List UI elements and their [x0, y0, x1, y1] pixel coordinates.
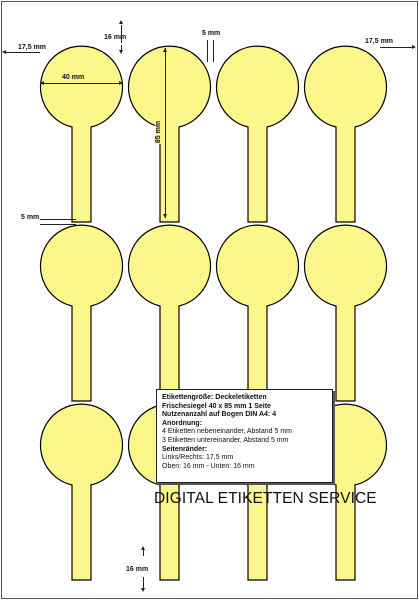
dim-top-margin-line — [121, 25, 122, 43]
label-outline — [127, 45, 212, 223]
label-shape — [215, 45, 300, 223]
label-outline — [215, 45, 300, 223]
dim-left-margin-line — [6, 52, 40, 53]
info-arrangement-heading: Anordnung: — [162, 419, 203, 427]
dim-left-margin: 17,5 mm — [18, 44, 47, 51]
label-shape — [303, 224, 388, 402]
dim-vertical-gap-line-top — [40, 219, 76, 220]
label-outline — [303, 224, 388, 402]
label-outline — [303, 45, 388, 223]
dim-bottom-margin: 16 mm — [126, 566, 149, 573]
label-shape — [303, 45, 388, 223]
info-margins-heading: Seitenränder: — [162, 445, 208, 453]
dim-top-margin-line-lower — [121, 45, 122, 51]
label-shape — [39, 45, 124, 223]
info-subtitle: Frischesiegel 40 x 85 mm 1 Seite — [162, 402, 271, 410]
label-outline — [127, 224, 212, 402]
info-margins-left-right: Links/Rechts: 17,5 mm — [162, 454, 234, 462]
dim-diameter: 40 mm — [62, 74, 85, 81]
dim-bottom-margin-line — [143, 548, 144, 556]
label-shape — [127, 45, 212, 223]
dim-bottom-margin-line-lower — [143, 577, 144, 589]
dim-bottom-arrow-down-icon — [141, 588, 145, 592]
dim-horizontal-gap: 5 mm — [202, 30, 221, 37]
dim-right-margin-line — [380, 47, 412, 48]
dim-top-margin: 16 mm — [104, 34, 127, 41]
label-shape — [39, 224, 124, 402]
label-shape — [39, 403, 124, 581]
info-per-sheet: Nutzenanzahl auf Bogen DIN A4: 4 — [162, 411, 277, 419]
dim-height-arrow-up-icon — [163, 48, 167, 52]
dim-arrow-down-icon — [119, 50, 123, 54]
dim-gap-line-right — [213, 40, 214, 62]
dim-arrow-right-icon — [412, 45, 416, 49]
info-arrangement-vertical: 3 Etiketten untereinander, Abstand 5 mm — [162, 436, 289, 444]
dim-height-line — [165, 48, 166, 218]
info-arrangement-horizontal: 4 Etiketten nebeneinander, Abstand 5 mm — [162, 428, 292, 436]
brand-text: DIGITAL ETIKETTEN SERVICE — [154, 490, 377, 507]
dim-bottom-arrow-up-icon — [141, 546, 145, 550]
label-outline — [39, 45, 124, 223]
label-outline — [215, 224, 300, 402]
dim-arrow-up-icon — [119, 20, 123, 24]
dim-vertical-gap-line-bottom — [40, 224, 76, 225]
label-info-box: Etikettengröße: Deckeletiketten Frisches… — [156, 389, 333, 483]
dim-height-arrow-down-icon — [163, 214, 167, 218]
label-outline — [39, 403, 124, 581]
label-shape — [215, 224, 300, 402]
info-title: Etikettengröße: Deckeletiketten — [162, 394, 267, 401]
label-outline — [39, 224, 124, 402]
dim-diameter-arrow-right-icon — [119, 81, 123, 85]
dim-gap-line-left — [207, 40, 208, 62]
dim-diameter-arrow-left-icon — [40, 81, 44, 85]
dim-arrow-left-icon — [2, 50, 6, 54]
dim-diameter-line — [40, 83, 123, 84]
dim-vertical-gap: 5 mm — [21, 214, 40, 221]
info-margins-top-bottom: Oben: 16 mm - Unten: 16 mm — [162, 462, 255, 470]
label-shape — [127, 224, 212, 402]
dim-right-margin: 17,5 mm — [365, 38, 394, 45]
